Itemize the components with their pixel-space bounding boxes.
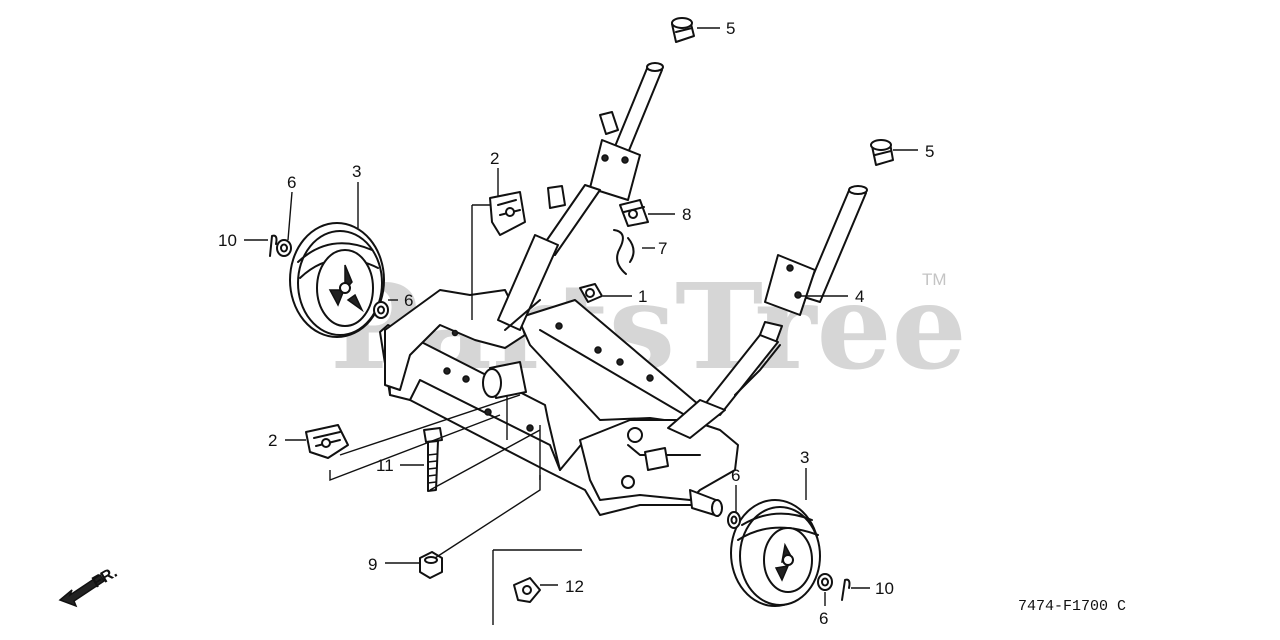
callout-1[interactable]: 1 bbox=[638, 287, 647, 306]
callout-6-b[interactable]: 6 bbox=[404, 291, 413, 310]
callout-6-d[interactable]: 6 bbox=[819, 609, 828, 628]
callout-3-right[interactable]: 3 bbox=[800, 448, 809, 467]
right-wheel[interactable] bbox=[730, 499, 821, 607]
left-wheel[interactable] bbox=[289, 222, 385, 338]
washer-6-a[interactable] bbox=[276, 239, 292, 257]
pin-10-right[interactable] bbox=[841, 578, 851, 601]
front-direction-arrow: FR. bbox=[58, 564, 120, 608]
frame-assembly[interactable] bbox=[379, 289, 739, 517]
pin-10-left[interactable] bbox=[269, 234, 278, 257]
clip-7[interactable] bbox=[613, 229, 635, 275]
callout-9[interactable]: 9 bbox=[368, 555, 377, 574]
callout-4[interactable]: 4 bbox=[855, 287, 864, 306]
cable-clamp-2-upper[interactable] bbox=[489, 191, 526, 236]
washer-6-c[interactable] bbox=[727, 511, 741, 529]
callout-labels: 1 2 2 3 3 4 5 5 6 6 6 6 7 8 9 10 10 11 1… bbox=[218, 19, 934, 628]
callout-7[interactable]: 7 bbox=[658, 239, 667, 258]
arrow-icon bbox=[58, 573, 106, 608]
callout-6-c[interactable]: 6 bbox=[731, 466, 740, 485]
washer-6-b[interactable] bbox=[373, 301, 389, 319]
callout-5-right[interactable]: 5 bbox=[925, 142, 934, 161]
callout-10-left[interactable]: 10 bbox=[218, 231, 237, 250]
leader-lines bbox=[244, 27, 918, 606]
clamp-8[interactable] bbox=[619, 199, 649, 227]
callout-2-lower[interactable]: 2 bbox=[268, 431, 277, 450]
callout-10-right[interactable]: 10 bbox=[875, 579, 894, 598]
grommet-5-top[interactable] bbox=[671, 17, 695, 43]
callout-11[interactable]: 11 bbox=[376, 456, 394, 475]
washer-6-d[interactable] bbox=[817, 573, 833, 591]
nut-1[interactable] bbox=[579, 283, 603, 303]
watermark-trademark: TM bbox=[922, 270, 947, 289]
nut-9[interactable] bbox=[419, 551, 443, 579]
callout-3-left[interactable]: 3 bbox=[352, 162, 361, 181]
cable-clamp-2-lower[interactable] bbox=[305, 424, 349, 459]
callout-8[interactable]: 8 bbox=[682, 205, 691, 224]
callout-6-a[interactable]: 6 bbox=[287, 173, 296, 192]
callout-2-upper[interactable]: 2 bbox=[490, 149, 499, 168]
guide-lines bbox=[329, 204, 582, 625]
callout-12[interactable]: 12 bbox=[565, 577, 584, 596]
right-handle-tube[interactable] bbox=[667, 185, 868, 439]
clip-12[interactable] bbox=[513, 577, 541, 603]
figure-code: 7474-F1700 C bbox=[1018, 598, 1126, 615]
bolt-11[interactable] bbox=[423, 427, 443, 492]
left-handle-tube[interactable] bbox=[497, 62, 664, 331]
grommet-5-right[interactable] bbox=[870, 139, 894, 166]
callout-5-top[interactable]: 5 bbox=[726, 19, 735, 38]
